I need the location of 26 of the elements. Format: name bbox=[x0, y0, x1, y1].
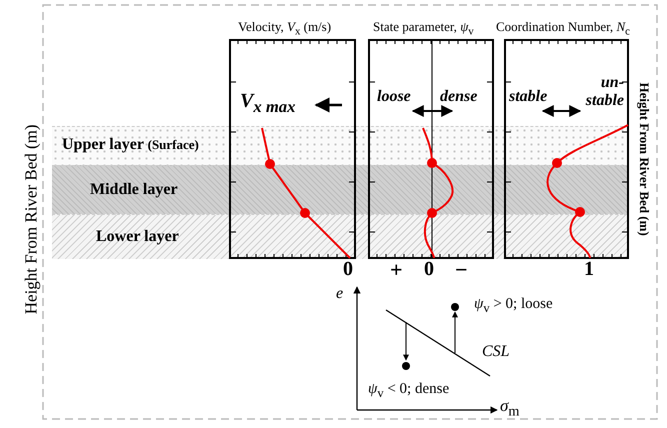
axis-title: Velocity, V$_{x}$ (m/s) bbox=[238, 20, 332, 38]
axis-label: e bbox=[336, 285, 344, 303]
annotation-text: ψ$_{v}$ < 0; dense bbox=[368, 381, 450, 401]
axis-title: Coordination Number, N$_{c}$ bbox=[496, 20, 630, 38]
annotation-text: stable bbox=[509, 88, 548, 106]
annotation-text: CSL bbox=[482, 343, 510, 361]
layer-label: Lower layer bbox=[96, 228, 179, 246]
layer-label: Middle layer bbox=[90, 181, 178, 199]
annotation-text: dense bbox=[440, 88, 478, 106]
tick-label: 0 bbox=[343, 258, 353, 280]
annotation-text: un- stable bbox=[584, 74, 624, 110]
lower-layer-band bbox=[52, 214, 628, 259]
middle-layer-band bbox=[52, 165, 628, 215]
axis-title: State parameter, ψ$_{v}$ bbox=[373, 20, 474, 38]
axis-title: Height From River Bed (m) bbox=[22, 123, 42, 316]
upper-layer-band bbox=[52, 126, 628, 166]
axis-label: σ$_{m}$ bbox=[500, 397, 520, 420]
axis-title: Height From River Bed (m) bbox=[636, 81, 652, 238]
layer-label: Upper layer (Surface) bbox=[62, 136, 199, 154]
annotation-text: loose bbox=[377, 88, 411, 106]
annotation-text: ψ$_{v}$ > 0; loose bbox=[474, 296, 553, 316]
symbol-label: V$_{x max}$ bbox=[240, 90, 296, 116]
tick-label: 0 bbox=[424, 258, 434, 280]
tick-label: + bbox=[390, 258, 403, 282]
tick-label: 1 bbox=[584, 258, 594, 280]
tick-label: − bbox=[455, 258, 468, 282]
